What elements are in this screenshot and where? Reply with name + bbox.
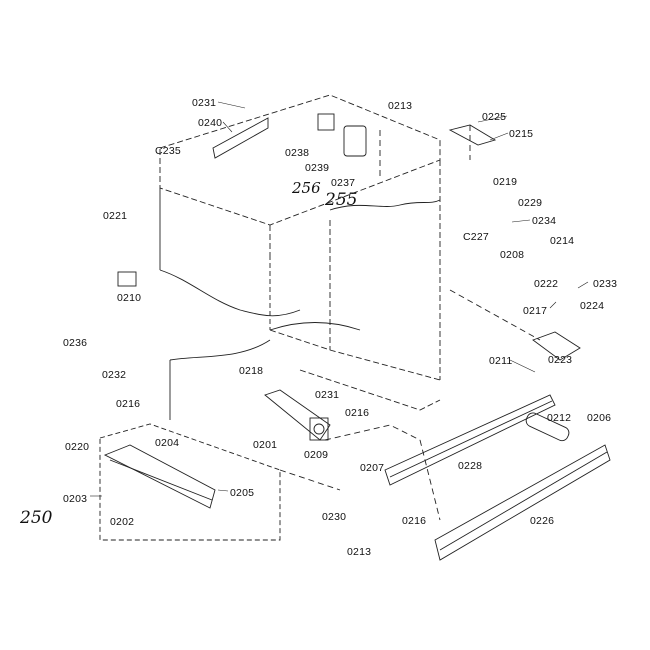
- part-label-0210: 0210: [117, 292, 142, 304]
- part-label-0230: 0230: [322, 511, 347, 523]
- part-label-0238: 0238: [285, 147, 310, 159]
- part-0203-tray: [103, 444, 216, 509]
- part-label-0229: 0229: [518, 197, 543, 209]
- part-label-0203: 0203: [63, 493, 88, 505]
- part-0212-cylinder: [525, 412, 570, 442]
- part-label-0202: 0202: [110, 516, 135, 528]
- part-label-0233: 0233: [593, 278, 618, 290]
- part-label-0239: 0239: [305, 162, 330, 174]
- part-label-0216: 0216: [116, 398, 141, 410]
- part-label-0206: 0206: [587, 412, 612, 424]
- part-label-0234: 0234: [532, 215, 557, 227]
- part-label-0221: 0221: [103, 210, 128, 222]
- part-0226-kickplate: [434, 444, 611, 561]
- part-label-0220: 0220: [65, 441, 90, 453]
- part-label-0223: 0223: [548, 354, 573, 366]
- part-label-0212: 0212: [547, 412, 572, 424]
- handwritten-note: 256: [292, 179, 321, 197]
- part-label-0213: 0213: [347, 546, 372, 558]
- part-0209-duct: [264, 389, 331, 441]
- part-label-0232: 0232: [102, 369, 127, 381]
- part-0239-plate: [343, 125, 367, 157]
- bottom-group-box: [99, 423, 281, 541]
- part-0240-bracket: [212, 117, 269, 159]
- part-label-0209: 0209: [304, 449, 329, 461]
- part-label-0231: 0231: [192, 97, 217, 109]
- part-label-0215: 0215: [509, 128, 534, 140]
- part-label-0213: 0213: [388, 100, 413, 112]
- part-label-0236: 0236: [63, 337, 88, 349]
- part-label-0211: 0211: [489, 355, 513, 367]
- part-label-0231: 0231: [315, 389, 340, 401]
- part-label-0228: 0228: [458, 460, 483, 472]
- cabinet-body: [159, 160, 441, 420]
- part-0238-block: [317, 113, 335, 131]
- part-0228-grille: [384, 394, 556, 486]
- part-label-0224: 0224: [580, 300, 605, 312]
- part-0223-hinge: [532, 331, 581, 361]
- part-label-0201: 0201: [253, 439, 278, 451]
- part-label-0207: 0207: [360, 462, 385, 474]
- part-label-0226: 0226: [530, 515, 555, 527]
- part-label-0225: 0225: [482, 111, 507, 123]
- part-label-0219: 0219: [493, 176, 518, 188]
- part-label-0216: 0216: [402, 515, 427, 527]
- part-label-0208: 0208: [500, 249, 525, 261]
- part-label-0218: 0218: [239, 365, 264, 377]
- part-label-0205: 0205: [230, 487, 255, 499]
- part-label-0240: 0240: [198, 117, 223, 129]
- part-label-0217: 0217: [523, 305, 548, 317]
- part-label-0214: 0214: [550, 235, 575, 247]
- part-label-0204: 0204: [155, 437, 180, 449]
- part-label-C235: C235: [155, 145, 181, 157]
- part-label-C227: C227: [463, 231, 489, 243]
- part-label-0216: 0216: [345, 407, 370, 419]
- handwritten-note: 255: [325, 190, 358, 210]
- handwritten-note: 250: [20, 508, 53, 528]
- part-0210: [117, 271, 137, 287]
- part-label-0237: 0237: [331, 177, 356, 189]
- part-0215-hinge: [448, 124, 497, 146]
- part-label-0222: 0222: [534, 278, 559, 290]
